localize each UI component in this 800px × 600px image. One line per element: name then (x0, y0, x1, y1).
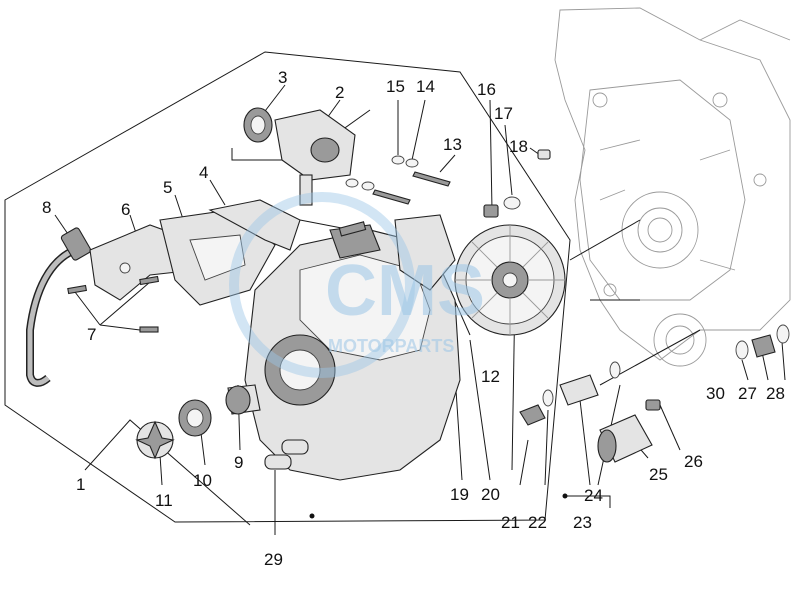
label-6: 6 (121, 200, 130, 219)
label-25: 25 (649, 465, 668, 484)
label-8: 8 (42, 198, 51, 217)
part-9-bearing (225, 384, 261, 415)
part-27-28-30-plug-set (735, 324, 790, 360)
label-21: 21 (501, 513, 520, 532)
part-26-adapter (645, 399, 661, 411)
label-17: 17 (494, 104, 513, 123)
part-22-o-ring (542, 389, 554, 407)
label-19: 19 (450, 485, 469, 504)
part-10-seal (178, 399, 212, 437)
part-8-hose (26, 227, 92, 387)
label-22: 22 (528, 513, 547, 532)
part-11-impeller (135, 420, 175, 460)
part-29-spacer (264, 439, 309, 470)
part-7-screws (67, 275, 160, 333)
part-4-cover (208, 199, 301, 251)
reference-dot (562, 493, 568, 499)
label-29: 29 (264, 550, 283, 569)
part-25-oil-filter (597, 414, 653, 463)
label-9: 9 (234, 453, 243, 472)
label-18: 18 (509, 137, 528, 156)
label-5: 5 (163, 178, 172, 197)
label-4: 4 (199, 163, 208, 182)
part-1-main-cover (244, 214, 461, 481)
label-20: 20 (481, 485, 500, 504)
assembly-boundary (4, 51, 571, 523)
label-26: 26 (684, 452, 703, 471)
label-15: 15 (386, 77, 405, 96)
part-24-o-ring (609, 361, 621, 379)
label-10: 10 (193, 471, 212, 490)
label-12: 12 (481, 367, 500, 386)
svg-text:CMS: CMS (325, 251, 485, 331)
label-27: 27 (738, 384, 757, 403)
part-21-plug (519, 404, 546, 426)
part-labels: 1 2 3 4 5 6 7 8 9 10 11 12 13 14 15 16 1… (42, 68, 785, 569)
part-12-fan-wheel (454, 224, 566, 336)
watermark-logo: CMS MOTORPARTS (229, 192, 485, 378)
svg-text:MOTORPARTS: MOTORPARTS (328, 336, 454, 356)
part-3-seal-ring (243, 107, 273, 143)
part-13-14-15-bolts-washers (345, 155, 451, 205)
label-23: 23 (573, 513, 592, 532)
reference-dot (309, 513, 315, 519)
engine-casing-background (554, 7, 791, 367)
part-2-thermostat-housing (274, 109, 356, 206)
part-16-17-18-fittings (483, 149, 551, 218)
label-1: 1 (76, 475, 85, 494)
label-11: 11 (155, 491, 173, 510)
label-24: 24 (584, 486, 603, 505)
label-7: 7 (87, 325, 96, 344)
label-3: 3 (278, 68, 287, 87)
part-23-filter (559, 374, 599, 406)
label-13: 13 (443, 135, 462, 154)
label-14: 14 (416, 77, 435, 96)
label-28: 28 (766, 384, 785, 403)
label-16: 16 (477, 80, 496, 99)
label-30: 30 (706, 384, 725, 403)
label-2: 2 (335, 83, 344, 102)
